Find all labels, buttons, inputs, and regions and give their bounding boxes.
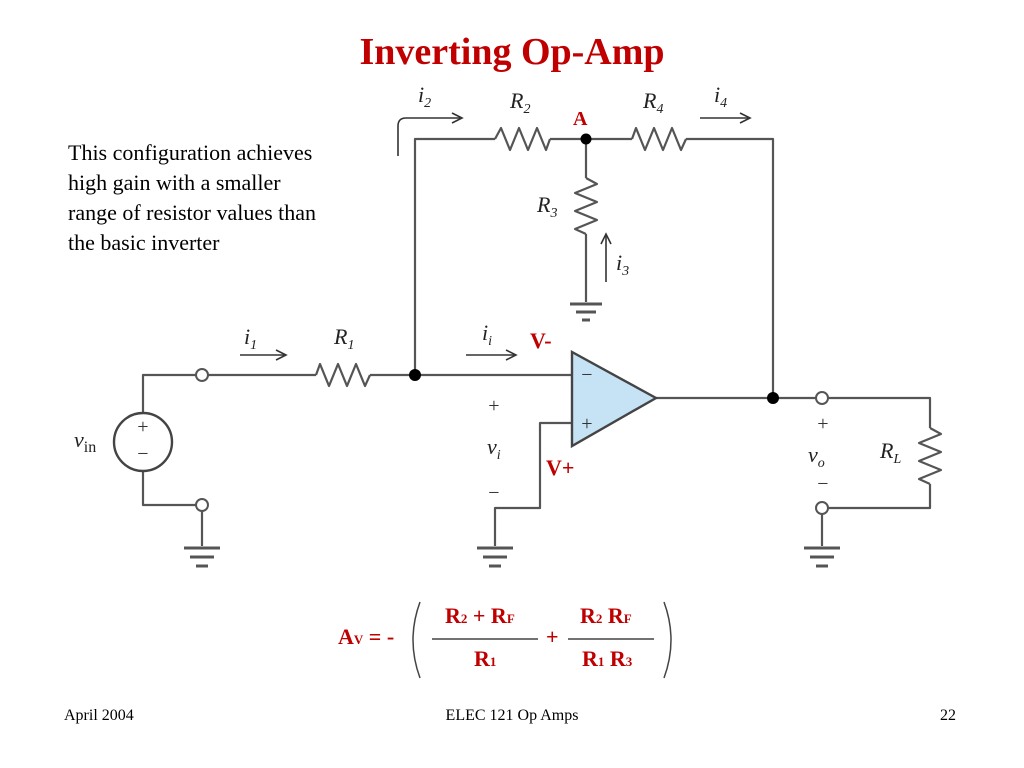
v-plus-label: V+ [546,455,575,480]
i1-arrow [275,349,288,361]
i4-label: i4 [714,82,727,111]
footer-page-number: 22 [940,707,956,724]
vo-label: vo [808,442,825,471]
source-minus: − [136,443,150,465]
vo-plus: + [816,413,830,435]
vin-label: vin [74,427,96,456]
ground-symbol [570,302,602,322]
vi-plus: + [487,395,501,417]
description-line: the basic inverter [68,230,220,255]
i3-label: i3 [616,250,629,279]
opamp-plus: + [580,413,594,435]
description-line: high gain with a smaller [68,170,281,195]
term2-numerator: R2 RF [580,603,632,628]
op-amp-triangle [570,349,659,449]
ground-symbol [477,546,513,568]
footer-course: ELEC 121 Op Amps [445,707,579,724]
resistor-r4 [630,126,688,152]
description-line: This configuration achieves [68,140,313,165]
ground-symbol [804,546,840,568]
output-terminal [815,501,829,515]
ii-arrow [505,349,518,361]
r3-label: R3 [536,192,557,221]
input-terminal [195,498,209,512]
vi-minus: − [487,482,501,504]
footer-date: April 2004 [64,707,134,724]
voltage-source [112,411,174,473]
r4-label: R4 [642,88,663,117]
formula-lhs: AV = - [338,624,395,649]
resistor-r2 [494,126,552,152]
i1-label: i1 [244,324,257,353]
i2-arrow [451,112,464,124]
v-minus-label: V- [530,328,552,353]
r1-label: R1 [333,324,354,353]
i4-arrow [739,112,752,124]
ii-label: ii [482,320,492,349]
i3-arrow [600,232,612,245]
opamp-minus: − [580,364,594,386]
vi-label: vi [487,434,501,463]
term1-numerator: R2 + RF [445,603,515,628]
rl-label: RL [879,438,901,467]
source-plus: + [136,416,150,438]
wire-vin-top [141,373,196,415]
ground-symbol [184,546,220,568]
resistor-rl [917,427,943,486]
wire-rl-bottom [828,484,932,510]
wire-noninverting-input [493,421,572,546]
node-a-label: A [573,108,588,130]
resistor-r3 [573,177,599,236]
vo-minus: − [816,473,830,495]
slide-title: Inverting Op-Amp [359,31,665,73]
i2-label: i2 [418,82,431,111]
description-text: This configuration achieves high gain wi… [68,138,398,258]
wire-output-to-rl [828,396,932,428]
node-a-dot [580,133,592,145]
junction-dot [409,369,421,381]
wire-r4-to-output [686,137,775,398]
junction-dot [767,392,779,404]
r2-label: R2 [509,88,530,117]
feedback-wire [413,137,495,375]
formula-plus: + [546,624,559,649]
term2-denominator: R1 R3 [582,646,633,671]
term1-denominator: R1 [474,646,497,671]
input-terminal [195,368,209,382]
wire-vin-bottom [141,470,196,507]
output-terminal [815,391,829,405]
description-line: range of resistor values than [68,200,317,225]
i2-arrow [397,117,460,156]
resistor-r1 [314,362,372,388]
